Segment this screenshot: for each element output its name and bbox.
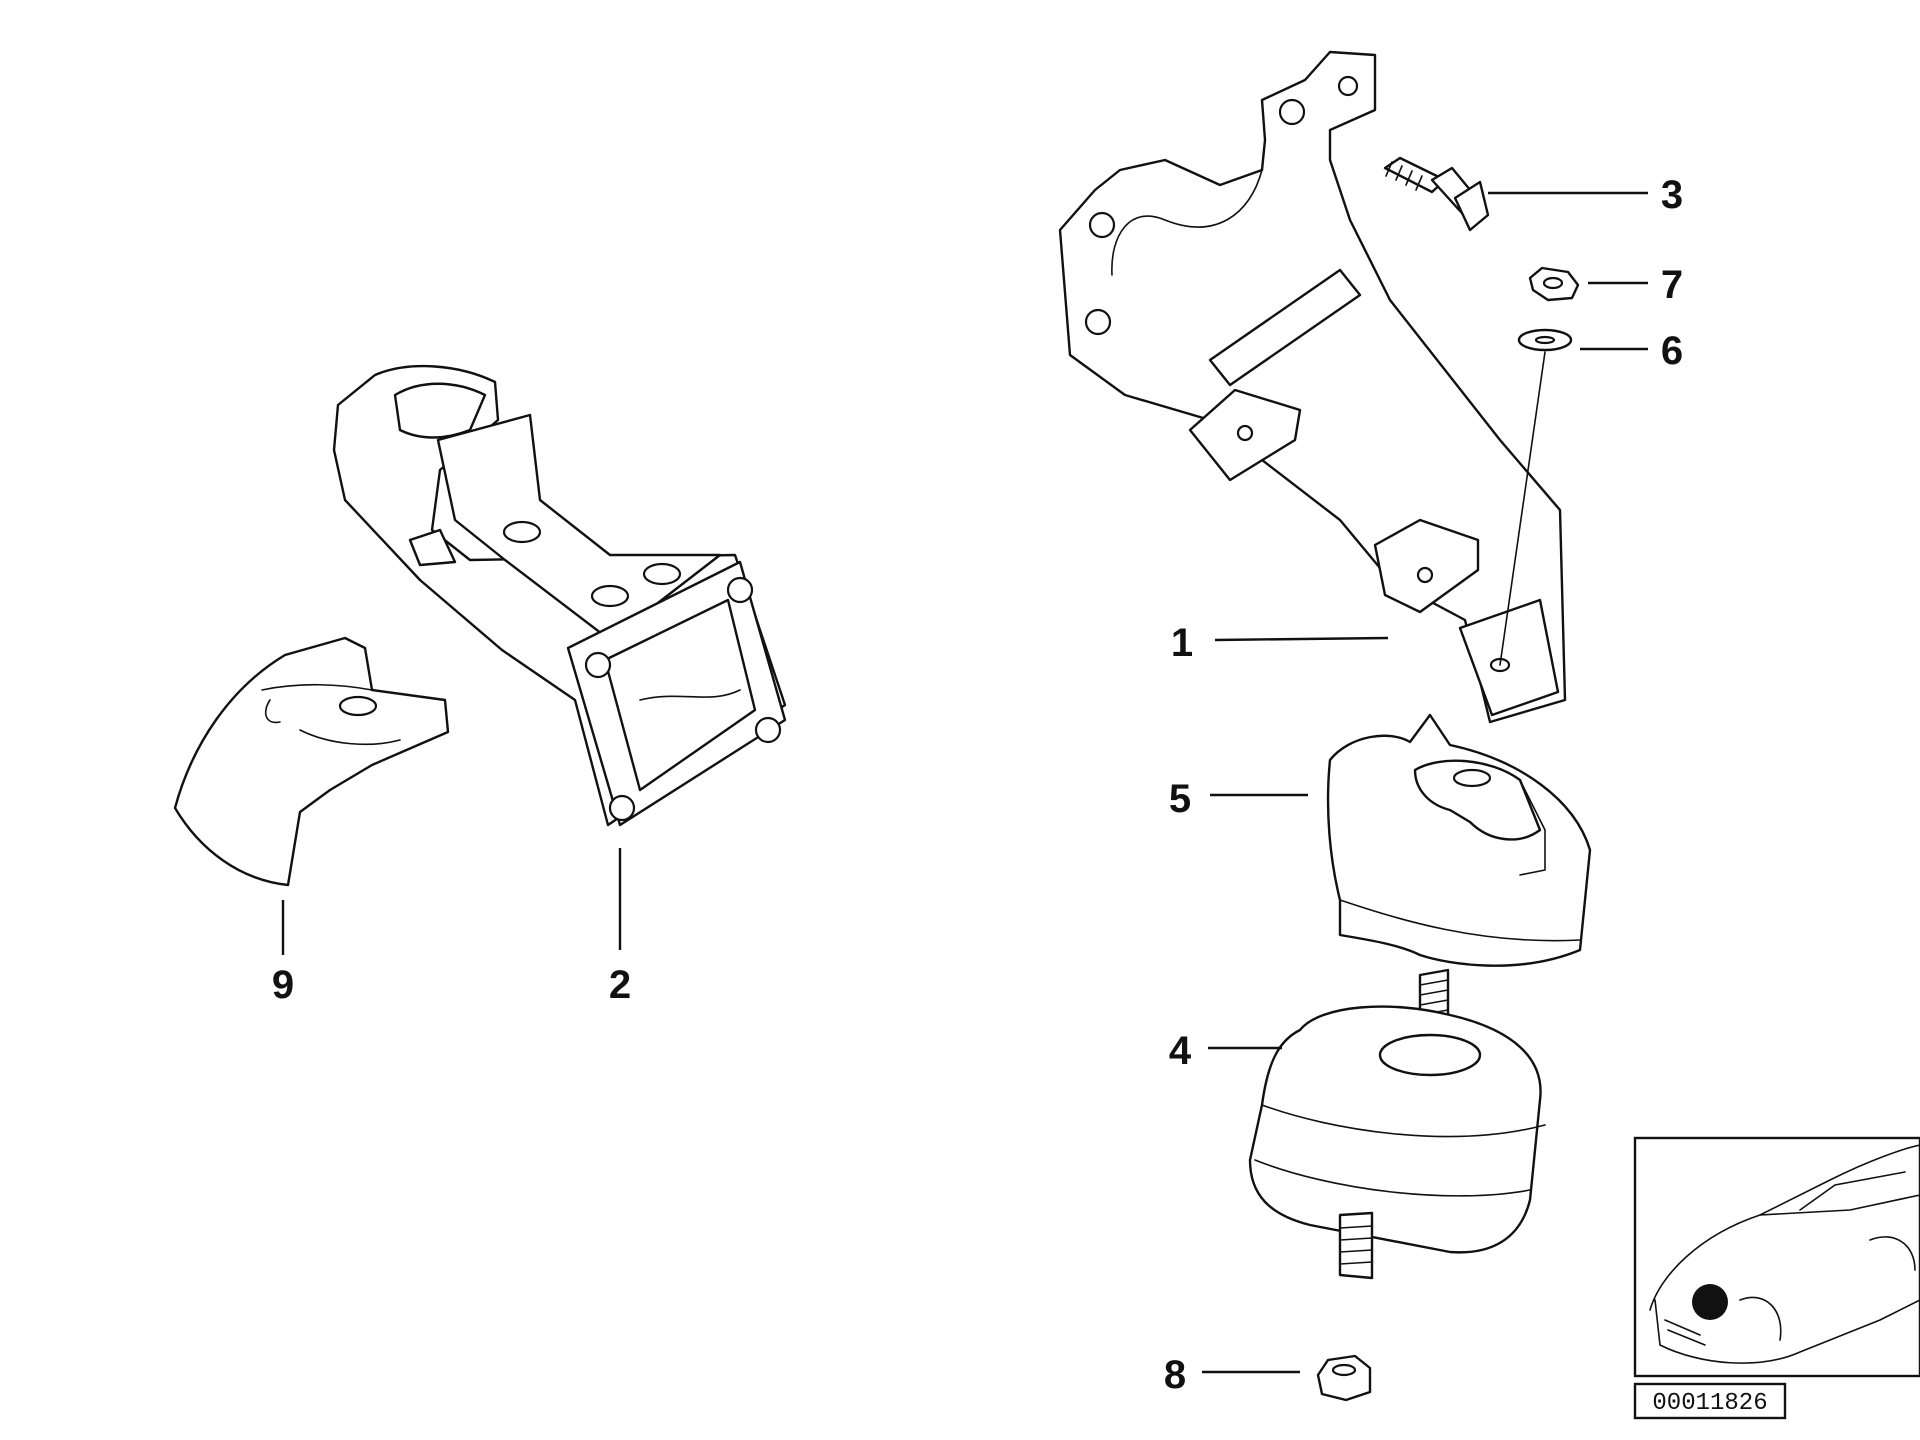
document-number: 00011826 [1652, 1390, 1767, 1417]
part-1-engine-support-bracket[interactable] [1058, 50, 1567, 724]
callout-7[interactable]: 7 [1661, 263, 1683, 307]
part-8-flange-nut[interactable] [1316, 1354, 1372, 1402]
part-4-engine-mount[interactable] [1248, 968, 1546, 1280]
part-3-hex-bolt[interactable] [1383, 156, 1490, 232]
part-6-washer[interactable] [1499, 328, 1573, 666]
part-2-carrier-bracket[interactable] [332, 364, 787, 827]
callout-4[interactable]: 4 [1169, 1029, 1192, 1073]
callout-2[interactable]: 2 [609, 963, 631, 1007]
callout-1[interactable]: 1 [1171, 621, 1193, 665]
vehicle-location-inset: 00011826 [1633, 1136, 1920, 1420]
callout-9[interactable]: 9 [272, 963, 294, 1007]
leader-1 [1214, 636, 1389, 642]
car-outline [1649, 1144, 1920, 1364]
callout-3[interactable]: 3 [1661, 173, 1683, 217]
callout-6[interactable]: 6 [1661, 329, 1683, 373]
callout-8[interactable]: 8 [1164, 1353, 1186, 1397]
location-dot-icon [1692, 1284, 1728, 1320]
part-9-heat-shield[interactable] [173, 636, 450, 887]
part-7-hex-nut[interactable] [1528, 266, 1580, 302]
callout-5[interactable]: 5 [1169, 777, 1191, 821]
part-5-mount-pad[interactable] [1326, 713, 1592, 967]
